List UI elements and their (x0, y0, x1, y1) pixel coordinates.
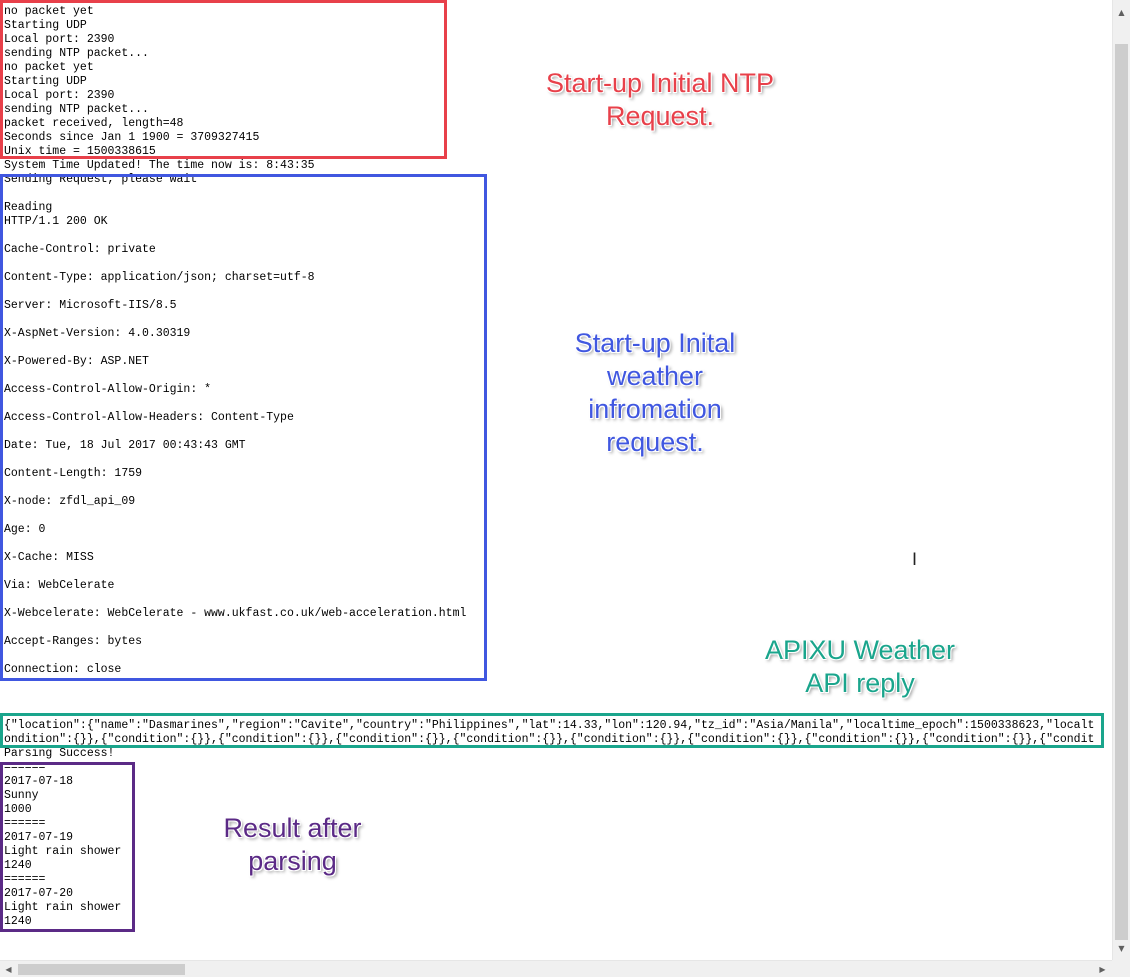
log-line: Parsing Success! (4, 747, 115, 760)
log-line: Starting UDP (4, 19, 87, 32)
scroll-down-arrow-icon[interactable]: ▼ (1118, 944, 1125, 953)
log-line: {"location":{"name":"Dasmarines","region… (4, 719, 1095, 732)
scroll-right-arrow-icon[interactable]: ▶ (1099, 965, 1106, 974)
log-line: sending NTP packet... (4, 103, 149, 116)
text-cursor-ibeam-icon: I (912, 550, 918, 570)
log-line: no packet yet (4, 61, 94, 74)
annotation-line: Start-up Inital (574, 328, 736, 358)
annotation-line: infromation (588, 394, 722, 424)
log-line: packet received, length=48 (4, 117, 184, 130)
log-line: HTTP/1.1 200 OK (4, 215, 108, 228)
annotation-line: Request. (605, 101, 715, 131)
log-line: Light rain shower (4, 845, 122, 858)
annotation-line: request. (606, 427, 704, 457)
log-line: sending NTP packet... (4, 47, 149, 60)
log-line: ondition":{}},{"condition":{}},{"conditi… (4, 733, 1095, 746)
log-line: ====== (4, 873, 46, 886)
annotation-line: API reply (805, 668, 915, 698)
log-line: 2017-07-20 (4, 887, 74, 900)
log-line (4, 565, 1094, 579)
annotation-line: weather (606, 361, 704, 391)
log-line (4, 509, 1094, 523)
scroll-left-arrow-icon[interactable]: ◀ (5, 965, 12, 974)
log-line: 1240 (4, 915, 32, 928)
annotation-line: Result after (223, 813, 362, 843)
log-line: Seconds since Jan 1 1900 = 3709327415 (4, 131, 260, 144)
log-line: Connection: close (4, 663, 122, 676)
log-line: Unix time = 1500338615 (4, 145, 156, 158)
annotation-line: APIXU Weather (764, 635, 956, 665)
vertical-scrollbar[interactable]: ▲ ▼ (1112, 0, 1130, 960)
log-line: ====== (4, 817, 46, 830)
log-line: X-Powered-By: ASP.NET (4, 355, 149, 368)
horizontal-scroll-thumb[interactable] (18, 964, 185, 975)
log-line (4, 187, 1094, 201)
log-line: Accept-Ranges: bytes (4, 635, 143, 648)
annotation-line: Start-up Initial NTP (545, 68, 775, 98)
log-line (4, 621, 1094, 635)
log-line (4, 229, 1094, 243)
log-line: Content-Length: 1759 (4, 467, 143, 480)
log-line: no packet yet (4, 5, 94, 18)
log-line: 2017-07-19 (4, 831, 74, 844)
log-line: Starting UDP (4, 75, 87, 88)
log-line: Reading (4, 201, 53, 214)
log-line: Sunny (4, 789, 39, 802)
log-line: X-Webcelerate: WebCelerate - www.ukfast.… (4, 607, 467, 620)
log-line: X-Cache: MISS (4, 551, 94, 564)
log-line: Cache-Control: private (4, 243, 156, 256)
log-line: System Time Updated! The time now is: 8:… (4, 159, 315, 172)
log-line: 1000 (4, 803, 32, 816)
log-line (4, 705, 1094, 719)
log-line: Age: 0 (4, 523, 46, 536)
log-line: Via: WebCelerate (4, 579, 115, 592)
scrollbar-corner (1112, 960, 1130, 977)
log-line: 1240 (4, 859, 32, 872)
log-line: ====== (4, 761, 46, 774)
vertical-scroll-thumb[interactable] (1115, 44, 1128, 940)
log-line (4, 537, 1094, 551)
log-line: Local port: 2390 (4, 89, 115, 102)
log-line: Local port: 2390 (4, 33, 115, 46)
log-line: Sending Request, please wait (4, 173, 198, 186)
annotation-line: parsing (248, 846, 337, 876)
log-line: Server: Microsoft-IIS/8.5 (4, 299, 177, 312)
log-line: Light rain shower (4, 901, 122, 914)
log-line: X-AspNet-Version: 4.0.30319 (4, 327, 191, 340)
horizontal-scrollbar[interactable]: ◀ ▶ (0, 960, 1112, 977)
parse-result-annotation: Result after parsing (190, 812, 395, 878)
log-line: Access-Control-Allow-Origin: * (4, 383, 212, 396)
api-reply-annotation: APIXU Weather API reply (720, 634, 1000, 700)
log-line (4, 313, 1094, 327)
log-line (4, 257, 1094, 271)
log-line: X-node: zfdl_api_09 (4, 495, 136, 508)
log-line (4, 593, 1094, 607)
log-line (4, 285, 1094, 299)
ntp-request-annotation: Start-up Initial NTP Request. (515, 67, 805, 133)
scroll-up-arrow-icon[interactable]: ▲ (1118, 8, 1125, 17)
log-line: Access-Control-Allow-Headers: Content-Ty… (4, 411, 294, 424)
weather-request-annotation: Start-up Inital weather infromation requ… (540, 327, 770, 459)
log-line: Date: Tue, 18 Jul 2017 00:43:43 GMT (4, 439, 246, 452)
log-line: 2017-07-18 (4, 775, 74, 788)
log-line: Content-Type: application/json; charset=… (4, 271, 315, 284)
log-line (4, 481, 1094, 495)
